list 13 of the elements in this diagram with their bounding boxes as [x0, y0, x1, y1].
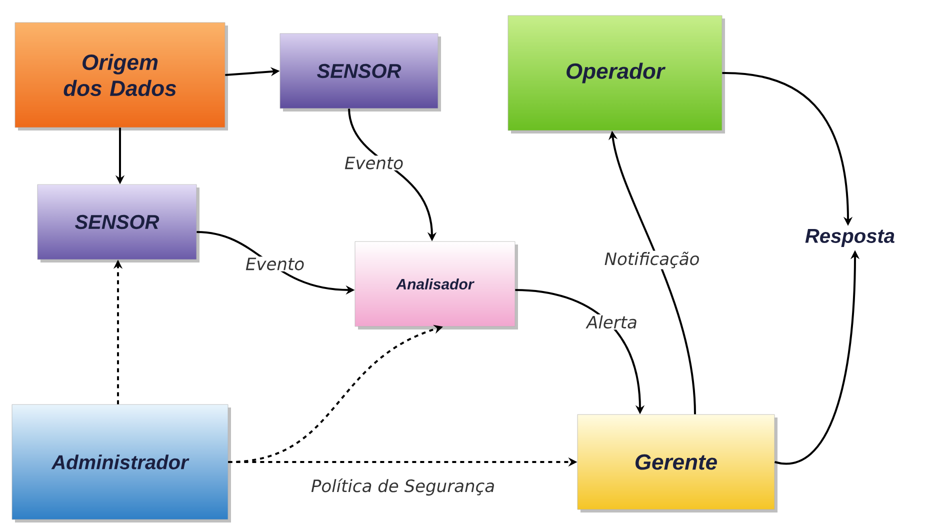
- edge-label: Evento: [343, 156, 405, 170]
- operator-box: Operador: [508, 15, 725, 134]
- admin-box: Administrador: [12, 404, 231, 522]
- edge-label: Notificação: [603, 250, 701, 270]
- edge-label: Alerta: [586, 314, 638, 330]
- source-box: Origem dos Dados: [14, 22, 228, 130]
- sensor-box: SENSOR: [37, 184, 200, 262]
- response-text: Resposta: [805, 229, 894, 247]
- manager-box: Gerente: [577, 414, 778, 512]
- edge-label: Evento: [244, 256, 306, 272]
- analyzer-box: Analisador: [354, 241, 518, 330]
- edge-label: Política de Segurança: [310, 477, 496, 497]
- sensor-box: SENSOR: [280, 33, 441, 112]
